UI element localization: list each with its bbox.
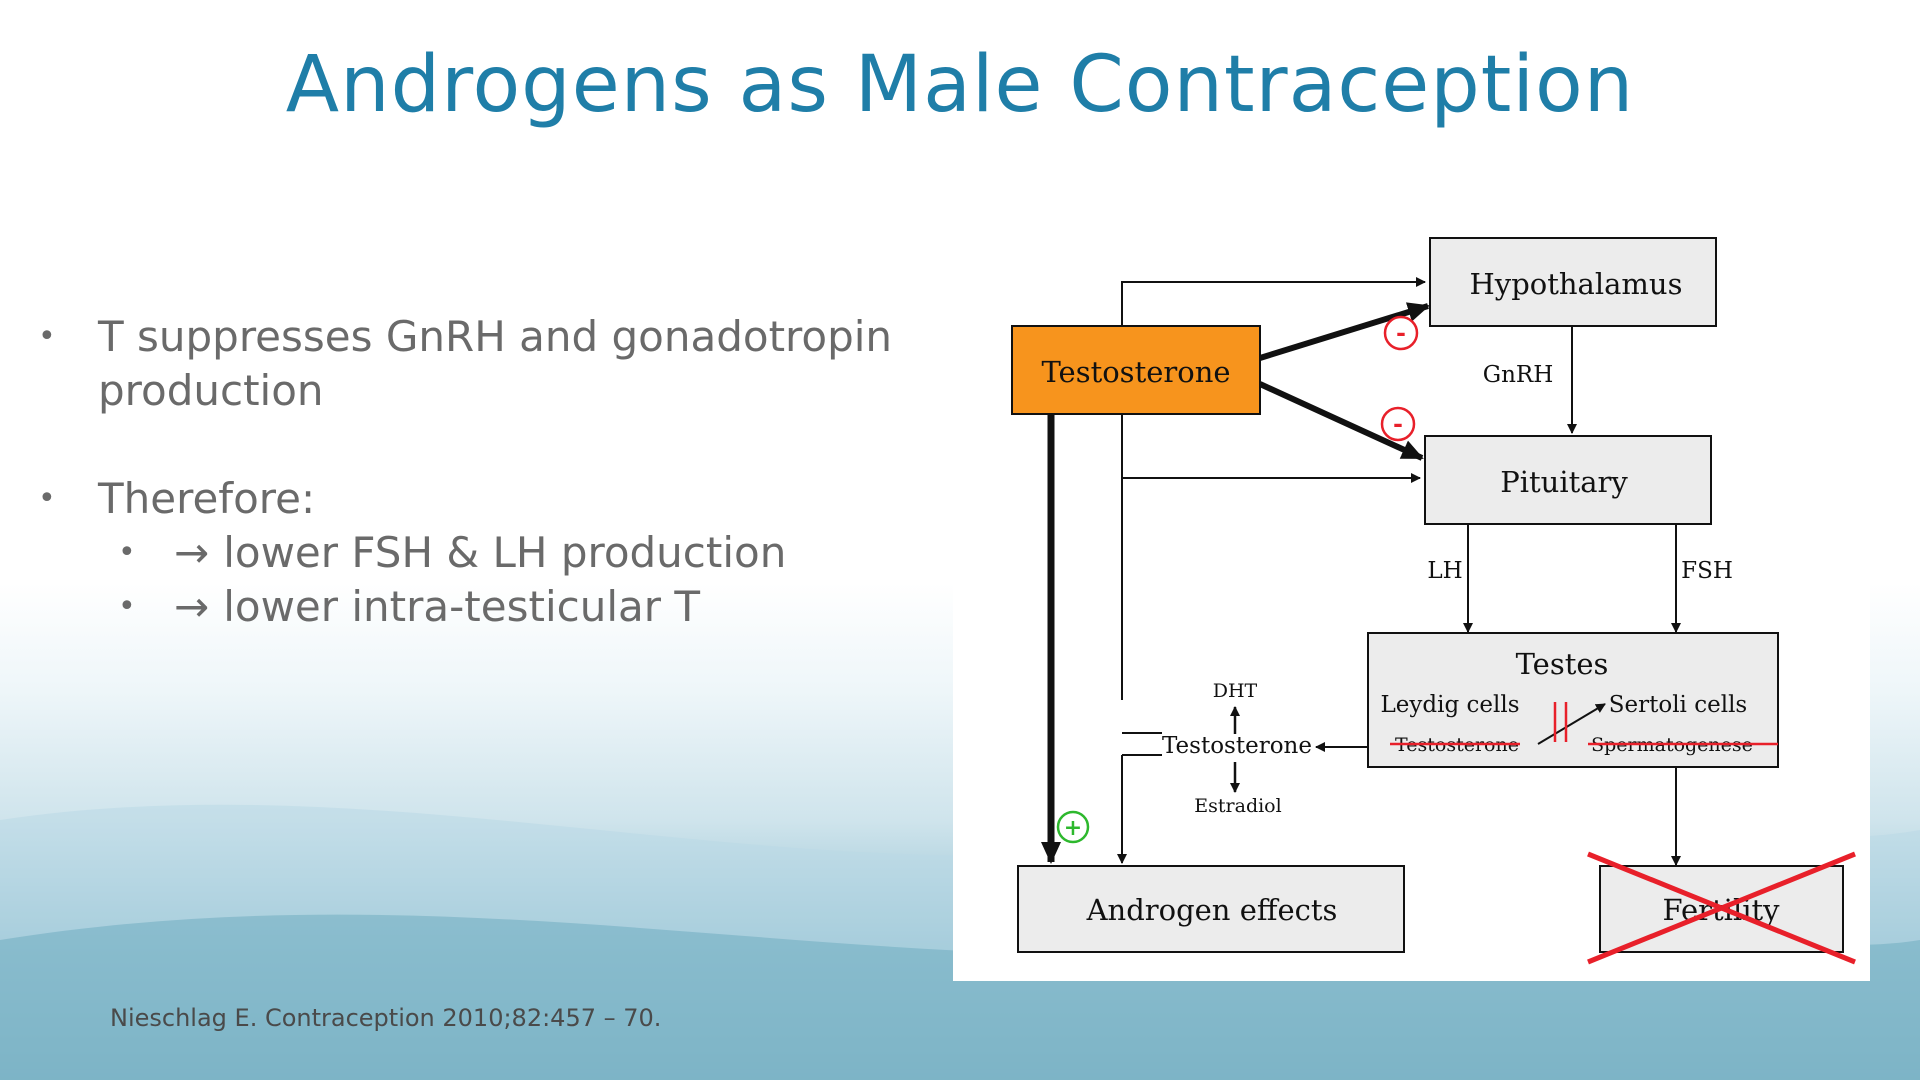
cross-out-icon (1587, 851, 1856, 965)
bullet-dot: • (38, 481, 56, 516)
sub-bullet-item: • → lower FSH & LH production (38, 526, 938, 580)
slide-title: Androgens as Male Contraception (285, 40, 1635, 130)
minus-circle-icon (1383, 315, 1419, 351)
testosterone-node: Testosterone (1011, 325, 1261, 415)
testosterone-box (1011, 325, 1261, 415)
thick-arrow-to-hypothalamus (1259, 302, 1430, 361)
lh-label: LH (1427, 558, 1462, 584)
testosterone-label: Testosterone (1041, 355, 1230, 389)
leydig-cells-label: Leydig cells (1381, 692, 1520, 718)
pituitary-node: Pituitary (1424, 435, 1712, 525)
right-arrow-icon: → (174, 582, 210, 631)
right-arrow-icon: → (174, 528, 210, 577)
bullet-text: T suppresses GnRH and gonadotropin produ… (98, 312, 893, 415)
inhibit-marker: - (1380, 406, 1416, 442)
bullet-item: • T suppresses GnRH and gonadotropin pro… (38, 310, 938, 418)
testes-node: Testes Leydig cells Sertoli cells Testos… (1367, 632, 1779, 768)
diagram-connectors (1041, 277, 1681, 866)
bullet-dot: • (118, 535, 136, 570)
fsh-label: FSH (1681, 558, 1733, 584)
minus-sign: - (1396, 318, 1406, 347)
sub-bullet-text: lower intra-testicular T (223, 582, 701, 631)
minus-sign: - (1393, 409, 1403, 438)
pituitary-label: Pituitary (1500, 465, 1628, 499)
bullet-dot: • (38, 319, 56, 354)
hypothalamus-box (1429, 237, 1717, 327)
peripheral-testosterone-label: Testosterone (1162, 733, 1312, 759)
bullet-dot: • (118, 589, 136, 624)
androgen-effects-box (1017, 865, 1405, 953)
sertoli-cells-label: Sertoli cells (1609, 692, 1747, 718)
inhibit-marker: - (1383, 315, 1419, 351)
feedback-line-to-hypothalamus (1121, 277, 1426, 700)
bullet-list: • T suppresses GnRH and gonadotropin pro… (38, 310, 938, 634)
fertility-box (1599, 865, 1844, 953)
stimulate-marker: + (1056, 810, 1090, 844)
hypothalamus-node: Hypothalamus (1429, 237, 1717, 327)
bullet-item: • Therefore: (38, 472, 938, 526)
plus-circle-icon (1056, 810, 1090, 844)
leydig-to-sertoli-arrow (1537, 703, 1606, 745)
pituitary-box (1424, 435, 1712, 525)
hypothalamus-label: Hypothalamus (1470, 267, 1683, 301)
bullet-text: Therefore: (98, 474, 316, 523)
androgen-effects-label: Androgen effects (1086, 893, 1338, 927)
fertility-node: Fertility (1587, 851, 1856, 965)
sub-bullet-item: • → lower intra-testicular T (38, 580, 938, 634)
gnrh-label: GnRH (1483, 362, 1554, 388)
plus-sign: + (1064, 815, 1082, 841)
citation: Nieschlag E. Contraception 2010;82:457 –… (110, 1004, 662, 1032)
minus-circle-icon (1380, 406, 1416, 442)
testes-label: Testes (1516, 647, 1609, 681)
sub-bullet-text: lower FSH & LH production (223, 528, 787, 577)
thick-arrow-to-pituitary (1258, 381, 1424, 461)
androgen-effects-node: Androgen effects (1017, 865, 1405, 953)
estradiol-label: Estradiol (1194, 795, 1281, 817)
dht-label: DHT (1213, 680, 1258, 702)
